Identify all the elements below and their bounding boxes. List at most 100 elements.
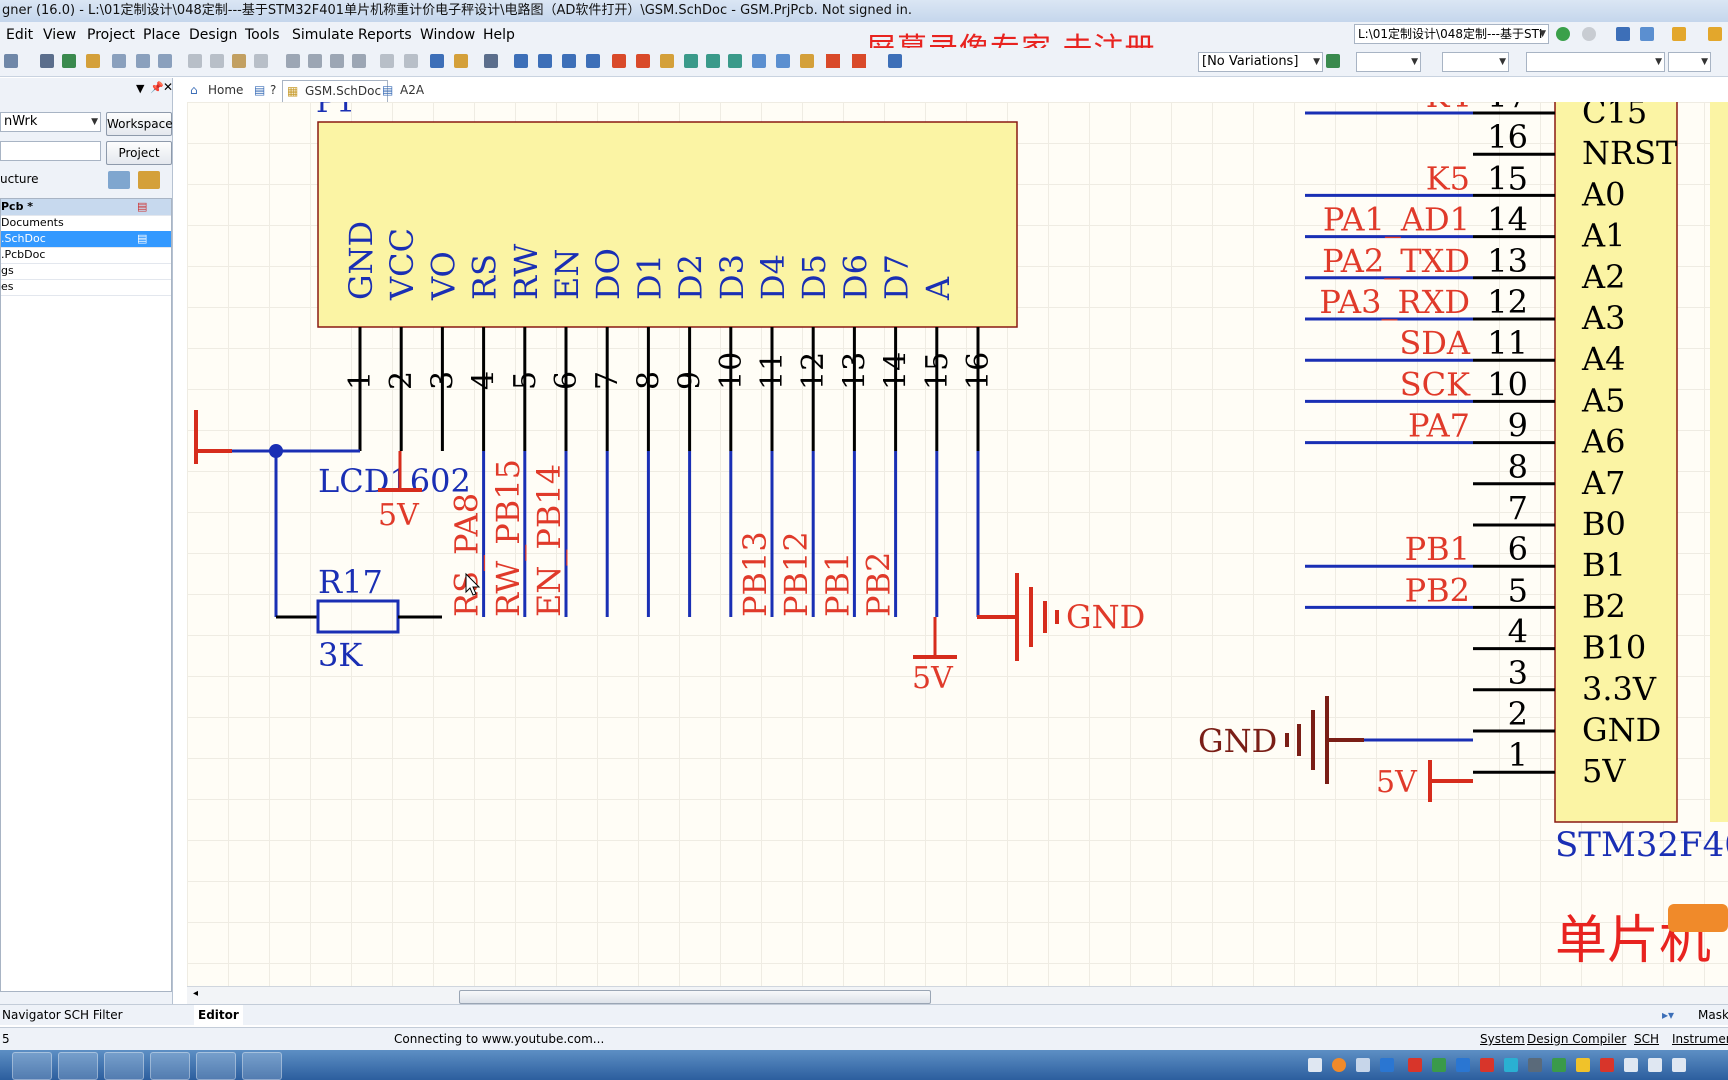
print-icon[interactable] <box>4 54 18 68</box>
menu-help[interactable]: Help <box>483 27 515 43</box>
refresh-icon[interactable] <box>1640 27 1654 41</box>
menu-project[interactable]: Project <box>87 27 135 43</box>
place-part-icon[interactable] <box>660 54 674 68</box>
undo-icon[interactable] <box>380 54 394 68</box>
hierarchy-icon[interactable] <box>430 54 444 68</box>
sogou-icon[interactable] <box>1332 1058 1346 1072</box>
menu-place[interactable]: Place <box>143 27 181 43</box>
zoom-fit-icon[interactable] <box>112 54 126 68</box>
chrome-icon[interactable] <box>104 1052 144 1080</box>
media-player-icon[interactable] <box>58 1052 98 1080</box>
board-icon[interactable] <box>62 54 76 68</box>
shield-icon[interactable] <box>1624 1058 1638 1072</box>
workspace-combo[interactable]: nWrk▼ <box>0 112 101 132</box>
workspace-button[interactable]: Workspace <box>106 112 173 136</box>
tree-item-libraries[interactable]: es <box>1 279 171 296</box>
rubber-stamp-icon[interactable] <box>254 54 268 68</box>
harness-icon[interactable] <box>776 54 790 68</box>
tree-item-documents[interactable]: Documents <box>1 215 171 232</box>
net-combo[interactable]: ▼ <box>1526 52 1665 72</box>
structure-view-icon[interactable] <box>108 171 130 189</box>
panel-design-compiler[interactable]: Design Compiler <box>1527 1032 1627 1046</box>
panel-sch[interactable]: SCH <box>1634 1032 1660 1046</box>
cut-icon[interactable] <box>188 54 202 68</box>
zoom-combo[interactable]: ▼ <box>1668 52 1711 72</box>
vcc-port-icon[interactable] <box>636 54 650 68</box>
security-icon[interactable] <box>1480 1058 1494 1072</box>
select-icon[interactable] <box>330 54 344 68</box>
bluetooth-icon[interactable] <box>1576 1058 1590 1072</box>
altium-icon[interactable] <box>242 1052 282 1080</box>
tab-home[interactable]: ⌂ Home <box>186 80 249 101</box>
zoom-selected-icon[interactable] <box>158 54 172 68</box>
panel-dropdown-icon[interactable]: ▼ <box>136 82 145 95</box>
horizontal-scrollbar[interactable]: ◂ <box>187 986 1728 1005</box>
folder-icon[interactable] <box>86 54 100 68</box>
menu-simulate[interactable]: Simulate <box>292 27 354 43</box>
browse-icon[interactable] <box>484 54 498 68</box>
tab-gsm-schdoc[interactable]: ▦ GSM.SchDoc <box>282 80 389 102</box>
menu-overflow-icon[interactable] <box>1708 27 1722 41</box>
mask-label[interactable]: Mask <box>1698 1008 1728 1022</box>
flag-icon[interactable] <box>1600 1058 1614 1072</box>
path-combo[interactable]: L:\01定制设计\048定制---基于STI▼ <box>1354 24 1549 44</box>
tab-editor[interactable]: Editor <box>194 1005 243 1025</box>
tab-unsaved[interactable]: ▤ ? <box>252 80 282 101</box>
scroll-left-icon[interactable]: ◂ <box>193 988 199 999</box>
bus-entry-icon[interactable] <box>562 54 576 68</box>
pin-icon[interactable] <box>1672 27 1686 41</box>
deselect-icon[interactable] <box>352 54 366 68</box>
sheet-symbol-icon[interactable] <box>684 54 698 68</box>
sync-icon[interactable] <box>1504 1058 1518 1072</box>
explorer-icon[interactable] <box>12 1052 52 1080</box>
compile-mask-icon[interactable] <box>852 54 866 68</box>
directive-icon[interactable] <box>800 54 814 68</box>
paste-icon[interactable] <box>232 54 246 68</box>
tray-app-icon[interactable] <box>1380 1058 1394 1072</box>
tab-sch-filter[interactable]: SCH Filter <box>64 1008 123 1022</box>
menu-edit[interactable]: Edit <box>6 27 34 43</box>
forward-icon[interactable] <box>1582 27 1596 41</box>
sheet-entry-icon[interactable] <box>706 54 720 68</box>
mask-icon[interactable]: ▸▾ <box>1662 1008 1675 1022</box>
back-icon[interactable] <box>1556 27 1570 41</box>
tab-navigator[interactable]: Navigator <box>2 1008 61 1022</box>
structure-options-icon[interactable] <box>138 171 160 189</box>
port-icon[interactable] <box>752 54 766 68</box>
scroll-thumb[interactable] <box>459 990 931 1004</box>
update-icon[interactable] <box>1552 1058 1566 1072</box>
menu-view[interactable]: View <box>43 27 77 43</box>
menu-window[interactable]: Window <box>420 27 476 43</box>
move-icon[interactable] <box>308 54 322 68</box>
panel-close-icon[interactable]: ✕ <box>163 80 174 94</box>
resistor-r17-body[interactable] <box>316 599 400 634</box>
variant-manager-icon[interactable] <box>1326 54 1340 68</box>
tree-item-project[interactable]: Pcb * ▤ <box>1 199 171 216</box>
tree-item-settings[interactable]: gs <box>1 263 171 280</box>
panel-instrument[interactable]: Instrument <box>1672 1032 1728 1046</box>
network-icon[interactable] <box>1432 1058 1446 1072</box>
volume-icon[interactable] <box>1672 1058 1686 1072</box>
net-label-icon[interactable] <box>586 54 600 68</box>
menu-tools[interactable]: Tools <box>245 27 280 43</box>
crossprobe-icon[interactable] <box>454 54 468 68</box>
wechat-icon[interactable] <box>150 1052 190 1080</box>
mcu-body[interactable] <box>1554 102 1678 823</box>
device-sheet-icon[interactable] <box>728 54 742 68</box>
copy-icon[interactable] <box>210 54 224 68</box>
layer-combo[interactable]: ▼ <box>1356 52 1421 72</box>
project-combo[interactable] <box>0 141 101 161</box>
pen-icon[interactable] <box>888 54 902 68</box>
gnd-port-icon[interactable] <box>612 54 626 68</box>
battery-icon[interactable] <box>1648 1058 1662 1072</box>
keyboard-icon[interactable] <box>1356 1058 1370 1072</box>
zoom-area-icon[interactable] <box>136 54 150 68</box>
filter-combo[interactable]: ▼ <box>1442 52 1509 72</box>
tree-item-schdoc[interactable]: .SchDoc ▤ <box>1 231 171 248</box>
menu-reports[interactable]: Reports <box>358 27 412 43</box>
select-area-icon[interactable] <box>286 54 300 68</box>
home-icon[interactable] <box>1616 27 1630 41</box>
wire-icon[interactable] <box>514 54 528 68</box>
cloud-icon[interactable] <box>1456 1058 1470 1072</box>
